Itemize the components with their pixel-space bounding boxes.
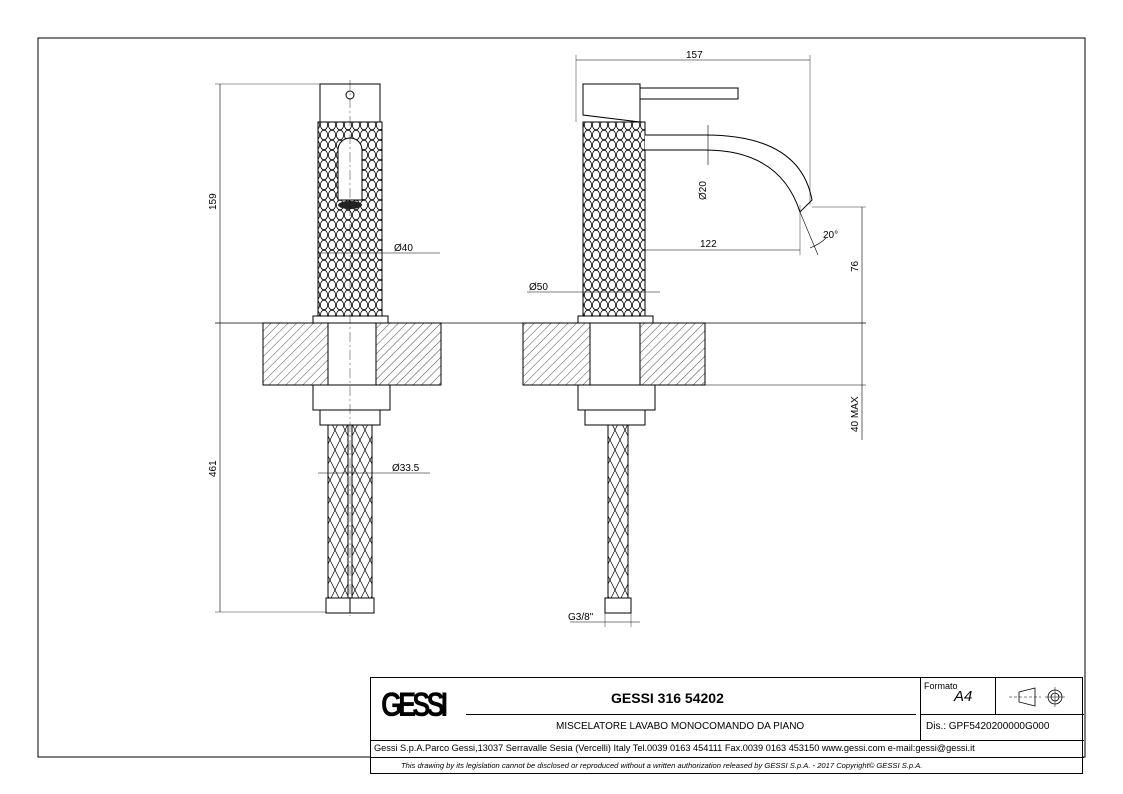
- company-info: Gessi S.p.A.Parco Gessi,13037 Serravalle…: [374, 743, 975, 753]
- drawing-description: MISCELATORE LAVABO MONOCOMANDO DA PIANO: [556, 721, 805, 732]
- dim-122: 122: [700, 239, 717, 250]
- dim-diameter-40: Ø40: [394, 243, 413, 254]
- projection-symbol-icon: [1009, 687, 1065, 707]
- copyright-notice: This drawing by its legislation cannot b…: [401, 761, 923, 770]
- title-block: GESSI GESSI 316 54202 MISCELATORE LAVABO…: [370, 677, 1084, 774]
- dim-diameter-33-5: Ø33.5: [392, 463, 420, 474]
- front-view: 159 461 Ø40 Ø33.5: [208, 80, 442, 616]
- drawing-title: GESSI 316 54202: [611, 690, 724, 706]
- dim-159: 159: [208, 193, 219, 210]
- side-view: 157 Ø20 122 20° Ø50 76 40 MAX G3/8": [522, 50, 866, 627]
- dim-thread: G3/8": [568, 612, 594, 623]
- drawing-number: Dis.: GPF5420200000G000: [926, 721, 1050, 732]
- dim-40-max: 40 MAX: [850, 396, 861, 432]
- gessi-logo: GESSI: [381, 686, 448, 724]
- dim-76: 76: [850, 260, 861, 272]
- dim-157: 157: [686, 50, 703, 61]
- dim-461: 461: [208, 460, 219, 477]
- dim-diameter-20: Ø20: [698, 181, 709, 200]
- drawing-frame: [37, 37, 1086, 758]
- dim-diameter-50: Ø50: [529, 282, 548, 293]
- formato-label: Formato: [924, 681, 958, 691]
- dim-angle-20: 20°: [823, 230, 838, 241]
- formato-value: A4: [954, 688, 973, 705]
